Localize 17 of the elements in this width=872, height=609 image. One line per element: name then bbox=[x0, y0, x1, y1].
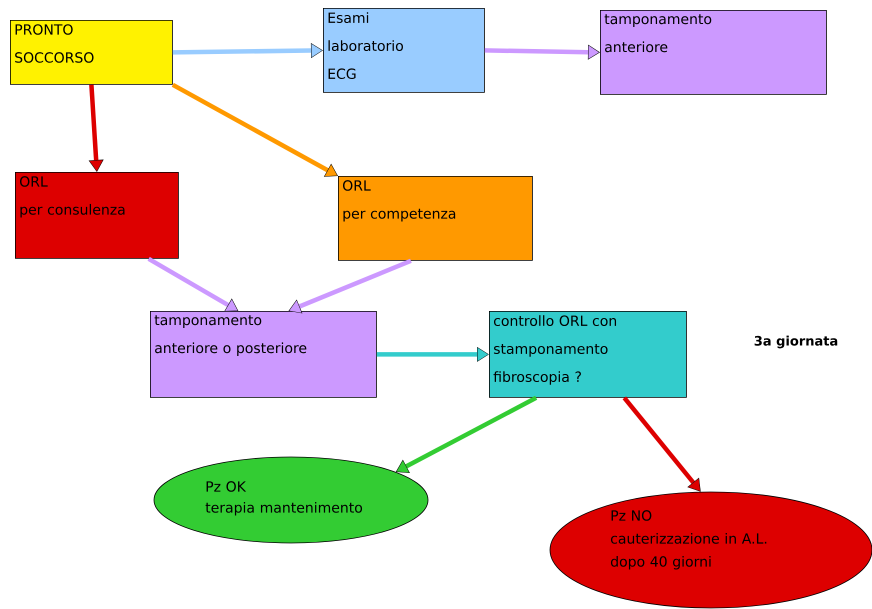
arrow bbox=[288, 258, 412, 314]
day-label: 3a giornata bbox=[754, 336, 838, 348]
arrow bbox=[376, 347, 489, 362]
arrow bbox=[622, 396, 701, 492]
process-box: tamponamento anteriore bbox=[600, 10, 827, 95]
arrow bbox=[396, 396, 538, 473]
arrow bbox=[148, 256, 238, 312]
arrow bbox=[484, 44, 600, 60]
process-box: PRONTO SOCCORSO bbox=[10, 20, 173, 85]
process-box: ORL per competenza bbox=[338, 176, 533, 261]
arrow bbox=[88, 84, 104, 172]
process-box: controllo ORL con stamponamento fibroscopia ? bbox=[489, 311, 687, 398]
arrow bbox=[172, 43, 323, 58]
process-box: ORL per consulenza bbox=[15, 172, 179, 259]
process-box: Esami laboratorio ECG bbox=[323, 8, 485, 93]
process-box: tamponamento anteriore o posteriore bbox=[150, 311, 377, 398]
arrow bbox=[172, 82, 338, 177]
